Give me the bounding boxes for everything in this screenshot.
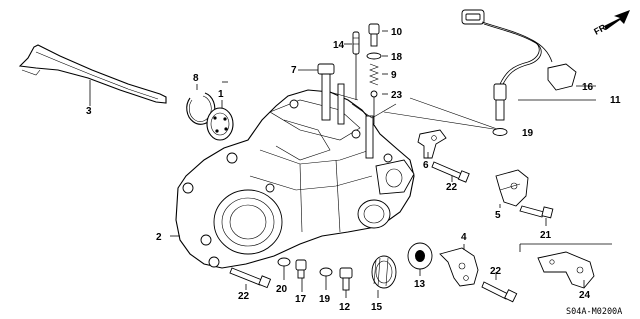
callout-6: 6 xyxy=(423,160,429,171)
part-23-ball xyxy=(370,90,378,98)
callout-22-mid: 22 xyxy=(446,182,458,193)
callout-13: 13 xyxy=(414,279,426,290)
part-17-plug xyxy=(295,259,307,279)
callout-23: 23 xyxy=(391,90,403,101)
callout-3: 3 xyxy=(86,106,92,117)
callout-7: 7 xyxy=(291,65,297,76)
diagram-code: S04A-M0200A xyxy=(566,307,622,317)
part-13-seal xyxy=(407,242,433,276)
part-11-sensor-harness xyxy=(461,9,577,121)
callout-11: 11 xyxy=(610,95,621,106)
part-5-bracket xyxy=(495,169,529,207)
callout-2: 2 xyxy=(156,232,162,243)
part-19-washer-low xyxy=(319,267,333,277)
part-1-disc xyxy=(206,100,234,141)
part-12-bolt xyxy=(339,267,353,291)
callout-8: 8 xyxy=(193,73,199,84)
callout-4: 4 xyxy=(461,232,467,243)
part-19-washer-right xyxy=(492,128,508,136)
callout-5: 5 xyxy=(495,210,501,221)
callout-18: 18 xyxy=(391,52,403,63)
part-14-pin xyxy=(352,31,360,100)
part-22-bolt-mid xyxy=(431,161,470,183)
callout-24: 24 xyxy=(579,290,591,301)
part-24-inset xyxy=(519,243,612,289)
callout-9: 9 xyxy=(391,70,397,81)
callout-22-low: 22 xyxy=(490,266,502,277)
callout-19-right: 19 xyxy=(522,128,534,139)
part-15-bearing xyxy=(371,255,397,298)
front-direction-label: FR. xyxy=(592,21,609,37)
part-8-snap-ring xyxy=(186,84,216,125)
callout-16: 16 xyxy=(582,82,594,93)
part-21-bolt xyxy=(519,205,554,219)
part-9-spring xyxy=(369,63,379,86)
part-10-bolt xyxy=(368,23,380,47)
part-6-bracket xyxy=(417,129,447,159)
callout-19-low: 19 xyxy=(319,294,331,305)
part-18-washer xyxy=(366,52,382,60)
callout-10: 10 xyxy=(391,27,403,38)
part-4-bracket xyxy=(439,244,479,287)
callout-22-left: 22 xyxy=(238,291,250,302)
part-3-plate xyxy=(18,44,167,106)
callout-15: 15 xyxy=(371,302,383,313)
callout-1: 1 xyxy=(218,89,224,100)
part-20-washer xyxy=(277,257,291,267)
part-2-transmission-housing xyxy=(175,63,415,269)
callout-12: 12 xyxy=(339,302,351,313)
callout-21: 21 xyxy=(540,230,552,241)
callout-20: 20 xyxy=(276,284,288,295)
front-direction-arrow: FR. xyxy=(592,10,630,37)
callout-17: 17 xyxy=(295,294,307,305)
part-22-bolt-low xyxy=(481,281,518,303)
part-22-bolt-left xyxy=(229,267,272,289)
callout-14: 14 xyxy=(333,40,345,51)
